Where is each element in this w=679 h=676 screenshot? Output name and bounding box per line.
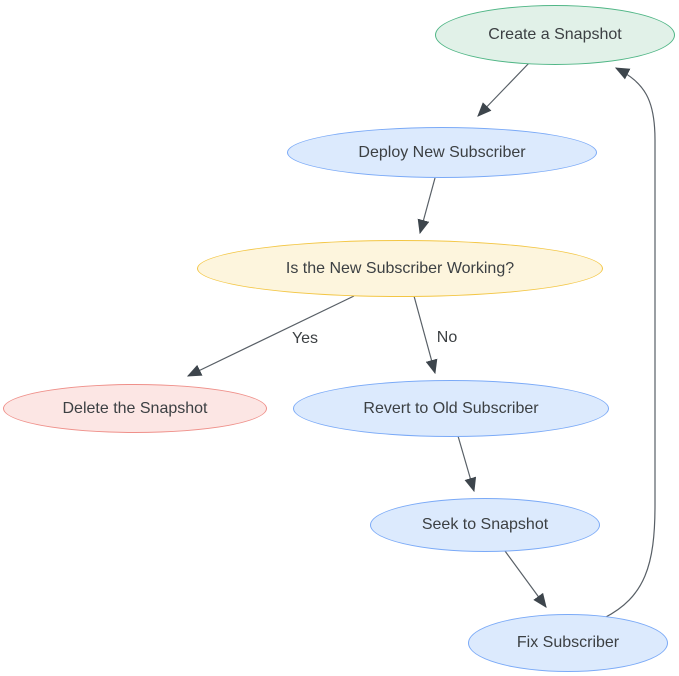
edge-seek-to-fix: [504, 550, 547, 608]
node-revert-to-old-subscriber: Revert to Old Subscriber: [293, 380, 609, 437]
edge-revert-to-seek: [457, 435, 477, 493]
edge-working-to-delete: [186, 295, 355, 377]
node-label-delete-the-snapshot: Delete the Snapshot: [62, 399, 208, 417]
node-seek-to-snapshot: Seek to Snapshot: [370, 498, 600, 552]
node-is-the-new-subscriber-working: Is the New Subscriber Working?: [197, 240, 603, 297]
node-label-fix-subscriber: Fix Subscriber: [516, 634, 620, 651]
node-label-seek-to-snapshot: Seek to Snapshot: [421, 516, 549, 533]
node-label-create-a-snapshot: Create a Snapshot: [488, 26, 622, 43]
node-create-a-snapshot: Create a Snapshot: [435, 5, 675, 65]
node-label-deploy-new-subscriber: Deploy New Subscriber: [358, 143, 526, 161]
edge-working-to-revert: [413, 295, 438, 375]
node-label-is-the-new-subscriber-working: Is the New Subscriber Working?: [285, 259, 515, 277]
node-delete-the-snapshot: Delete the Snapshot: [3, 384, 267, 433]
edge-fix-to-create: [603, 67, 656, 619]
edge-label-yes: Yes: [291, 330, 319, 347]
node-deploy-new-subscriber: Deploy New Subscriber: [287, 127, 597, 178]
node-fix-subscriber: Fix Subscriber: [468, 614, 668, 672]
edge-label-no: No: [436, 329, 458, 346]
node-label-revert-to-old-subscriber: Revert to Old Subscriber: [363, 399, 539, 417]
edge-create-to-deploy: [477, 61, 531, 117]
edge-deploy-to-working: [417, 177, 436, 235]
